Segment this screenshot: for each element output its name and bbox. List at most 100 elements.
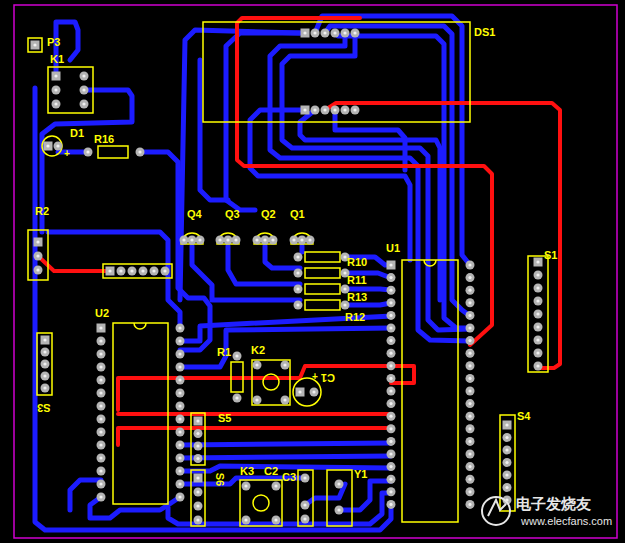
pad-hole <box>178 365 181 368</box>
pad <box>233 394 242 403</box>
pad-copper <box>466 336 475 345</box>
pad <box>232 236 241 245</box>
pad <box>466 286 475 295</box>
pad-copper <box>466 273 475 282</box>
designator: S1 <box>544 250 557 261</box>
pad-hole <box>505 461 508 464</box>
pad-copper <box>466 412 475 421</box>
pad-copper <box>233 394 242 403</box>
pad-copper <box>503 458 512 467</box>
pad-hole <box>343 31 346 34</box>
pad <box>41 360 50 369</box>
pad <box>466 273 475 282</box>
pad <box>128 267 137 276</box>
connector-outline <box>28 38 42 52</box>
pad-hole <box>235 396 238 399</box>
pad-copper <box>301 106 310 115</box>
pad-copper <box>253 396 262 405</box>
pad <box>387 387 396 396</box>
pad-hole <box>353 108 356 111</box>
pad-copper <box>335 480 344 489</box>
polarity-mark: + <box>312 372 318 382</box>
designator: D1 <box>70 128 84 139</box>
trace <box>48 232 180 328</box>
designator: R11 <box>347 275 367 286</box>
pad-copper <box>466 399 475 408</box>
designator: R13 <box>347 292 367 303</box>
pad-hole <box>178 417 181 420</box>
pad <box>534 310 543 319</box>
pad-hole <box>99 378 102 381</box>
designator: C2 <box>264 466 278 477</box>
pad <box>310 388 319 397</box>
pad <box>97 363 106 372</box>
pad-hole <box>234 238 237 241</box>
pad <box>341 106 350 115</box>
pad-copper <box>176 324 185 333</box>
pad-hole <box>298 390 301 393</box>
pad-hole <box>300 238 303 241</box>
pad <box>216 236 225 245</box>
pad <box>52 86 61 95</box>
pad-hole <box>196 419 199 422</box>
designator: S3 <box>37 402 50 413</box>
pad <box>534 336 543 345</box>
trace <box>250 110 410 260</box>
pad <box>242 482 251 491</box>
trace <box>345 289 391 290</box>
pad-copper <box>41 360 50 369</box>
pad-copper <box>351 29 360 38</box>
pad-copper <box>194 474 203 483</box>
pad-copper <box>387 349 396 358</box>
pad <box>466 487 475 496</box>
pad-hole <box>296 255 299 258</box>
pad-hole <box>43 338 46 341</box>
pad-hole <box>343 287 346 290</box>
designator: U1 <box>386 243 400 254</box>
pad-copper <box>466 311 475 320</box>
pad-hole <box>389 389 392 392</box>
pad-copper <box>341 106 350 115</box>
pad-copper <box>194 442 203 451</box>
pad-copper <box>281 396 290 405</box>
pad-hole <box>296 303 299 306</box>
pad-hole <box>196 444 199 447</box>
watermark: www.elecfans.com <box>521 516 612 527</box>
trace <box>42 90 132 232</box>
pad-copper <box>301 29 310 38</box>
trace <box>192 246 300 300</box>
pad <box>31 41 40 50</box>
pad-hole <box>178 404 181 407</box>
pad-hole <box>178 482 181 485</box>
pad-hole <box>178 339 181 342</box>
crystal-outline <box>327 470 352 526</box>
pad-copper <box>503 433 512 442</box>
pad-copper <box>335 506 344 515</box>
pad-copper <box>194 429 203 438</box>
pad-hole <box>353 31 356 34</box>
pad-copper <box>269 236 278 245</box>
pad-copper <box>331 29 340 38</box>
pad <box>387 311 396 320</box>
pad-hole <box>468 452 471 455</box>
pad <box>335 506 344 515</box>
pad-copper <box>97 337 106 346</box>
pad-hole <box>303 31 306 34</box>
header-outline <box>191 413 205 465</box>
pad-hole <box>196 432 199 435</box>
pad-hole <box>54 88 57 91</box>
pad-copper <box>466 387 475 396</box>
pad-copper <box>321 106 330 115</box>
pad-copper <box>387 424 396 433</box>
pad-hole <box>536 312 539 315</box>
pad-hole <box>255 363 258 366</box>
switch-button <box>253 495 269 511</box>
pad <box>176 441 185 450</box>
pad <box>341 29 350 38</box>
pad <box>272 516 281 525</box>
pad <box>534 362 543 371</box>
pad-copper <box>387 475 396 484</box>
pad-copper <box>242 516 251 525</box>
pad <box>176 402 185 411</box>
